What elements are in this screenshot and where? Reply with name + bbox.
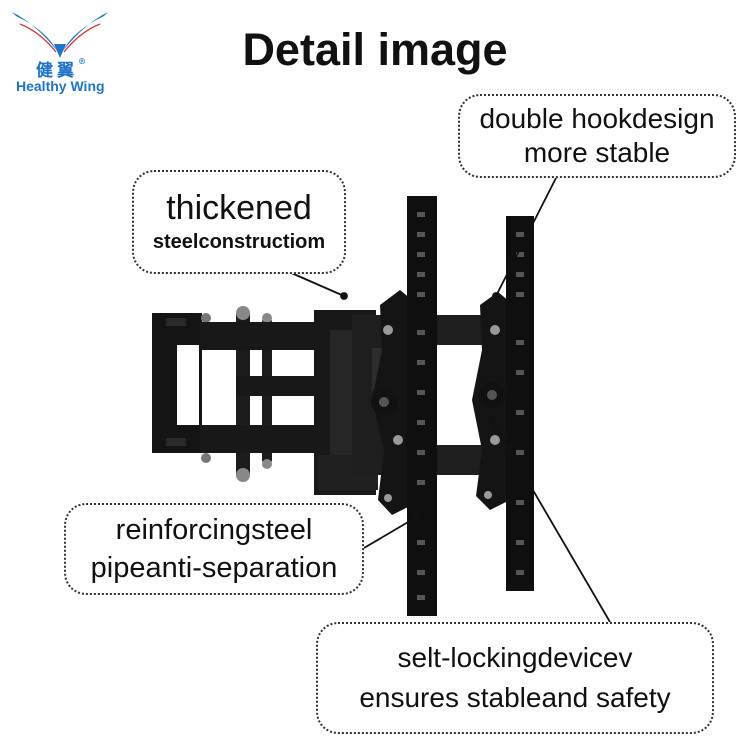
callout-double-hook-line2: more stable [523,137,671,168]
callout-self-locking: selt-lockingdevicev ensures stableand sa… [316,622,714,734]
page-title: Detail image [242,24,508,75]
callout-reinforcing-line1: reinforcingsteel [115,514,313,546]
brand-logo: 健翼® Healthy Wing [6,4,114,94]
wing-logo-icon [12,12,108,58]
callout-double-hook-line1: double hookdesign [479,103,715,134]
wall-plate [152,313,211,463]
vertical-rail-right [506,216,534,591]
vertical-rail-left [407,196,437,616]
brand-name-cn: 健翼® [36,56,86,81]
tilt-bracket-left [371,290,412,515]
callout-thickened-line2: steelconstructiom [152,231,326,253]
callout-reinforcing-pipe: reinforcingsteel pipeanti-separation [64,503,364,595]
callout-double-hook: double hookdesign more stable [458,94,736,178]
brand-name-en: Healthy Wing [16,78,105,94]
callout-self-locking-line2: ensures stableand safety [359,682,671,713]
registered-mark: ® [78,56,86,66]
tilt-bracket-right [472,292,510,510]
callout-thickened-steel: thickened steelconstructiom [132,170,346,274]
callout-thickened-line1: thickened [166,189,312,227]
callout-reinforcing-line2: pipeanti-separation [90,552,338,584]
callout-leader-lines [279,177,611,623]
callout-self-locking-line1: selt-lockingdevicev [397,642,633,673]
brand-name-cn-text: 健翼 [36,61,78,81]
